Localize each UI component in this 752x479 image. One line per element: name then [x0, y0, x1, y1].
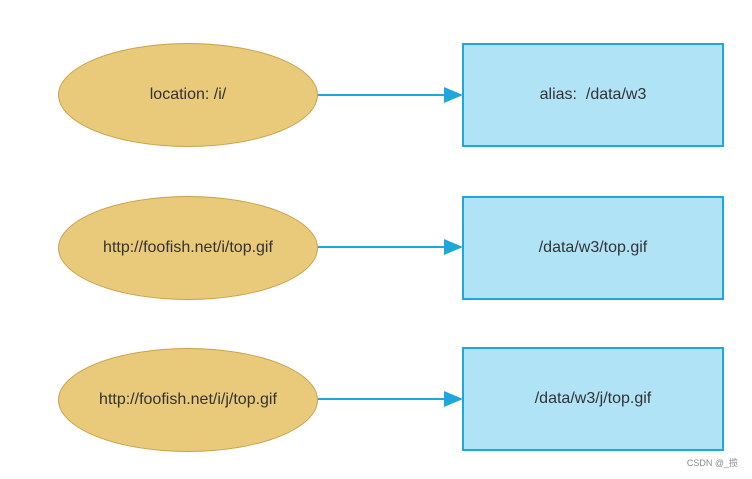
url-label-1: http://foofish.net/i/top.gif — [103, 239, 273, 256]
arrow-1 — [318, 87, 463, 103]
url-ellipse-2: http://foofish.net/i/j/top.gif — [58, 348, 318, 452]
path-box-2: /data/w3/j/top.gif — [462, 347, 724, 451]
path-label-2: /data/w3/j/top.gif — [534, 390, 652, 407]
location-label: location: /i/ — [149, 86, 227, 103]
url-label-2: http://foofish.net/i/j/top.gif — [99, 391, 277, 408]
watermark: CSDN @_揽 — [686, 458, 738, 468]
path-box-1: /data/w3/top.gif — [462, 196, 724, 300]
path-label-1: /data/w3/top.gif — [538, 239, 648, 256]
alias-label: alias: /data/w3 — [539, 86, 647, 103]
location-ellipse: location: /i/ — [58, 43, 318, 147]
arrow-3 — [318, 391, 463, 407]
alias-box: alias: /data/w3 — [462, 43, 724, 147]
url-ellipse-1: http://foofish.net/i/top.gif — [58, 196, 318, 300]
arrow-2 — [318, 239, 463, 255]
